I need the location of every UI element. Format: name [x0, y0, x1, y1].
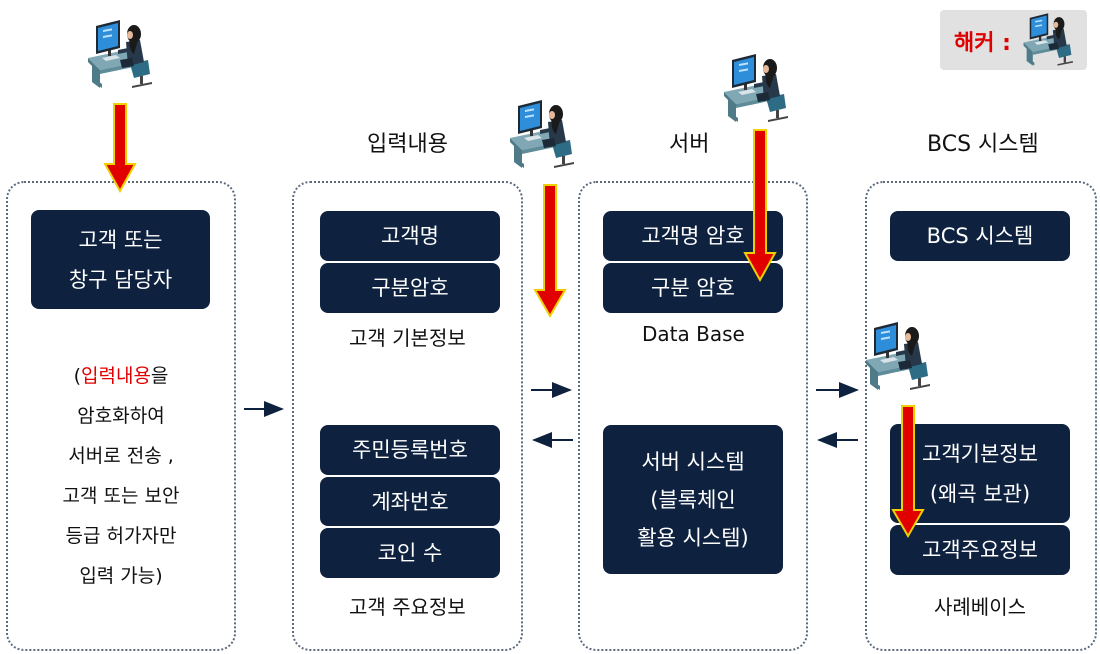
label-basic-info: 고객 기본정보 [349, 326, 466, 350]
desc-after-highlight: 을 [150, 365, 169, 387]
bcs-major-box: 고객주요정보 [890, 525, 1070, 575]
server-db-code: 구분 암호 [603, 263, 783, 313]
input-box-account-number: 계좌번호 [320, 477, 500, 526]
server-system-line3: 활용 시스템) [637, 525, 749, 550]
input-box-coin-count: 코인 수 [320, 528, 500, 578]
hacker-icon [864, 322, 934, 394]
hacker-icon [86, 20, 156, 92]
bcs-info-line2: (왜곡 보관) [929, 481, 1031, 506]
customer-box: 고객 또는 창구 담당자 [31, 210, 210, 309]
bcs-system-box: BCS 시스템 [890, 211, 1070, 261]
customer-box-line2: 창구 담당자 [68, 267, 173, 292]
desc-open-paren: ( [73, 365, 81, 387]
server-system-box: 서버 시스템 (블록체인 활용 시스템) [603, 425, 783, 574]
desc-line: 서버로 전송 , [68, 445, 174, 467]
desc-line: 암호화하여 [77, 405, 165, 427]
attack-arrow-customer [103, 103, 137, 194]
attack-arrow-server [743, 129, 777, 283]
customer-description: (입력내용을 암호화하여 서버로 전송 , 고객 또는 보안 등급 허가자만 입… [10, 356, 232, 596]
hacker-icon [508, 100, 578, 172]
input-box-resident-number: 주민등록번호 [320, 425, 500, 475]
desc-line: 고객 또는 보안 [62, 485, 180, 507]
bcs-info-box: 고객기본정보 (왜곡 보관) [890, 424, 1070, 523]
header-bcs: BCS 시스템 [927, 132, 1039, 157]
label-major-info: 고객 주요정보 [349, 595, 466, 619]
bcs-info-line1: 고객기본정보 [922, 441, 1038, 466]
server-system-line2: (블록체인 [650, 487, 736, 512]
panel-bcs [865, 181, 1097, 651]
hacker-icon [722, 54, 792, 126]
panel-input [292, 181, 523, 651]
legend-label: 해커 : [954, 31, 1011, 56]
desc-line: 입력 가능) [79, 565, 163, 587]
panel-server [578, 181, 808, 651]
desc-highlight: 입력내용 [81, 365, 151, 387]
customer-box-line1: 고객 또는 [78, 227, 163, 252]
header-input: 입력내용 [367, 132, 448, 157]
hacker-legend: 해커 : [940, 10, 1087, 70]
header-server: 서버 [669, 132, 710, 157]
input-box-name: 고객명 [320, 211, 500, 261]
server-system-line1: 서버 시스템 [641, 449, 745, 474]
desc-line: 등급 허가자만 [65, 525, 177, 547]
label-case-base: 사례베이스 [934, 595, 1026, 619]
attack-arrow-input [533, 184, 567, 319]
label-database: Data Base [642, 322, 745, 346]
attack-arrow-bcs [891, 405, 925, 539]
input-box-code: 구분암호 [320, 263, 500, 313]
